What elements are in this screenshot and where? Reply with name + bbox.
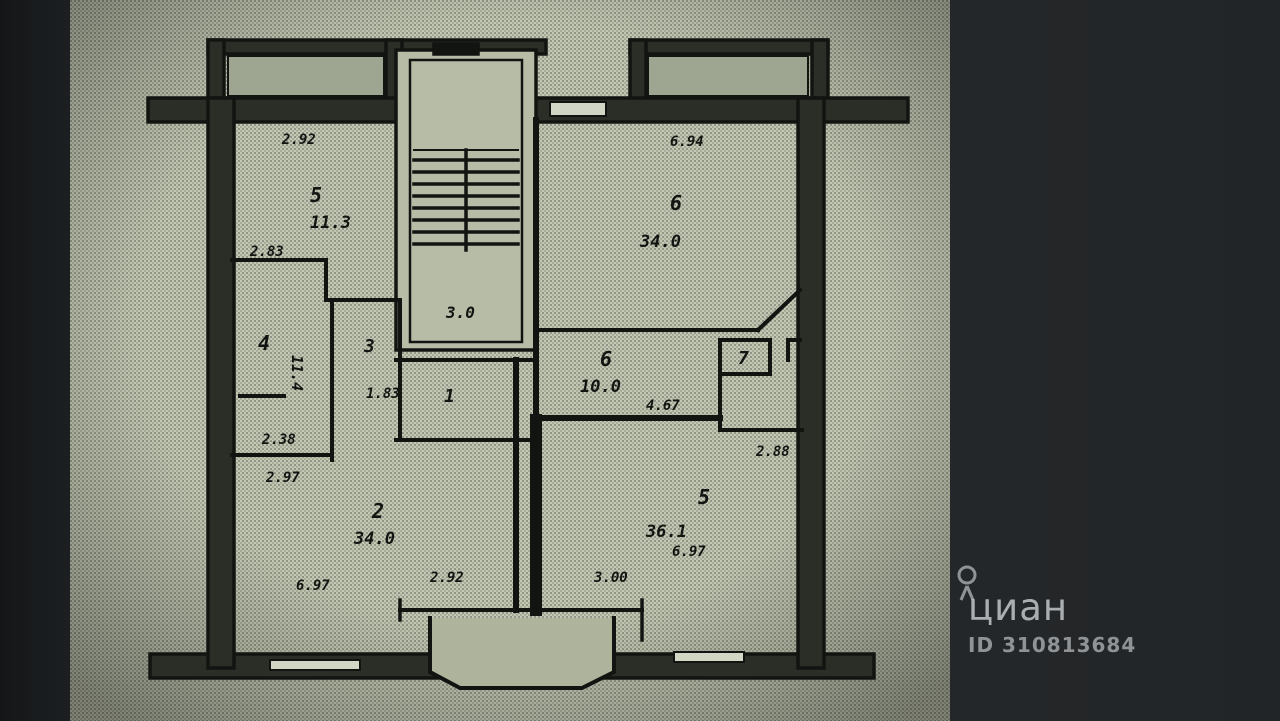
stairwell (394, 42, 538, 352)
floor-plan-drawing: 5 11.3 4 11.4 3 1 6 10.0 7 2 34.0 5 36.1… (70, 0, 950, 721)
room-number-label: 3 (363, 336, 375, 357)
dimension-label: 2.92 (429, 570, 464, 586)
room-number-label: 1 (444, 386, 455, 407)
room-number-label: 7 (738, 348, 749, 369)
room-number-label: 2 (371, 499, 384, 523)
dimension-label: 6.97 (296, 578, 330, 594)
interior-walls (230, 117, 804, 616)
room-area-label: 11.4 (288, 355, 306, 391)
dimension-label: 2.92 (281, 132, 316, 148)
dimension-label: 4.67 (646, 398, 680, 414)
dimension-label: 1.83 (366, 386, 400, 402)
dimension-label: 3.00 (593, 570, 628, 586)
dimension-label: 2.97 (265, 470, 300, 486)
dimension-label: 2.83 (249, 244, 284, 260)
balcony-right (647, 55, 809, 97)
window-left (269, 659, 361, 671)
dimension-label: 6.97 (672, 544, 706, 560)
location-pin-icon (957, 565, 977, 601)
dimension-label: 2.88 (755, 444, 790, 460)
room-number-label: 5 (310, 183, 322, 207)
room-area-label: 34.0 (353, 529, 395, 549)
room-area-label: 10.0 (580, 377, 621, 397)
dimension-label: 2.38 (261, 432, 296, 448)
room-area-label: 34.0 (639, 232, 681, 252)
bay-window (398, 598, 644, 690)
listing-id-watermark: ID 310813684 (968, 633, 1137, 657)
window-right (673, 651, 745, 663)
room-number-label: 6 (600, 347, 612, 371)
room-area-label: 11.3 (310, 213, 351, 233)
floor-plan-sheet: 5 11.3 4 11.4 3 1 6 10.0 7 2 34.0 5 36.1… (70, 0, 950, 721)
dimension-label: 3.0 (445, 303, 475, 322)
room-area-label: 36.1 (645, 522, 687, 542)
room-number-label: 6 (670, 191, 682, 215)
room-number-label: 5 (698, 485, 710, 509)
dimension-label: 6.94 (670, 134, 704, 150)
brand-watermark: циан (968, 586, 1069, 629)
balcony-left (227, 55, 385, 97)
room-number-label: 4 (258, 331, 270, 355)
window-top (549, 101, 607, 117)
